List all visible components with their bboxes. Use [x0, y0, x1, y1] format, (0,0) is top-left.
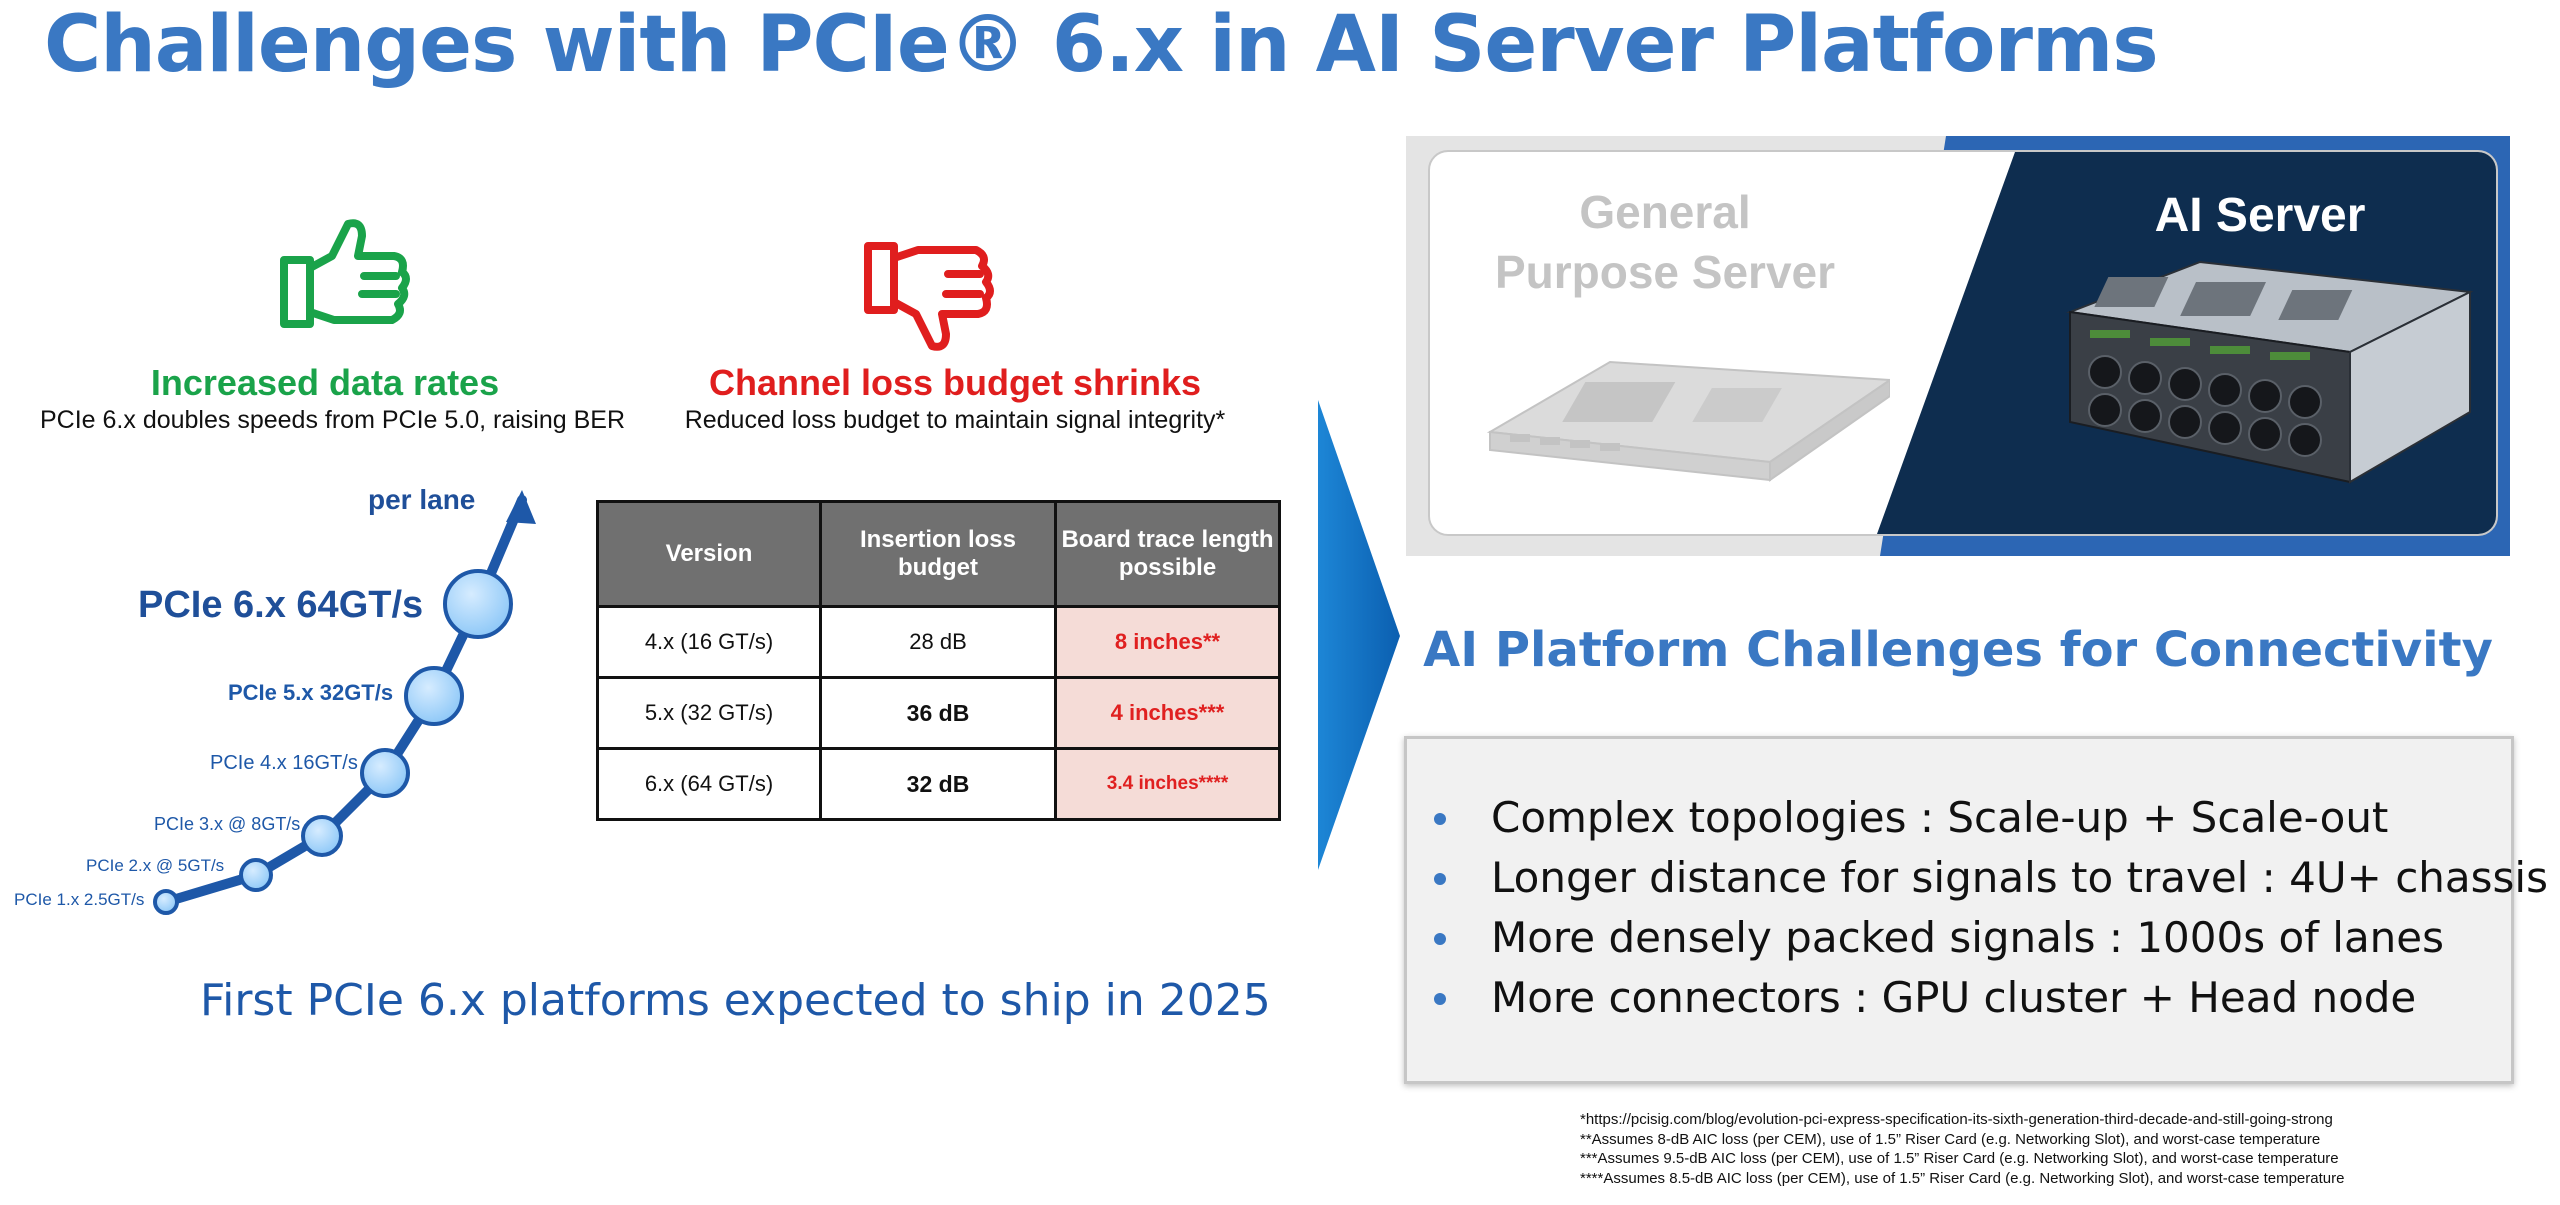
timeline-node-2 [239, 858, 273, 892]
table-row: 6.x (64 GT/s) 32 dB 3.4 inches**** [596, 747, 1281, 821]
table-cell-loss: 28 dB [819, 605, 1057, 679]
table-row: 4.x (16 GT/s) 28 dB 8 inches** [596, 605, 1281, 679]
timeline-node-3 [301, 815, 343, 857]
page-title: Challenges with PCIe® 6.x in AI Server P… [44, 0, 2159, 90]
server-comparison-card: General Purpose Server AI Server [1428, 150, 2498, 536]
table-header-insertion-loss: Insertion loss budget [819, 500, 1057, 608]
list-item: Longer distance for signals to travel : … [1434, 853, 2548, 902]
timeline-label-gen3: PCIe 3.x @ 8GT/s [154, 814, 301, 834]
cons-title: Channel loss budget shrinks [708, 362, 1202, 403]
bullet-icon [1434, 813, 1446, 825]
timeline-node-6 [443, 569, 513, 639]
list-item: More connectors : GPU cluster + Head nod… [1434, 973, 2417, 1022]
challenges-title: AI Platform Challenges for Connectivity [1423, 622, 2493, 678]
bullet-icon [1434, 873, 1446, 885]
list-item: Complex topologies : Scale-up + Scale-ou… [1434, 793, 2389, 842]
ai-server-title: AI Server [2154, 189, 2366, 242]
general-server-title-line2: Purpose Server [1494, 246, 1836, 298]
table-cell-version: 6.x (64 GT/s) [596, 747, 822, 821]
table-header-version: Version [596, 500, 822, 608]
timeline-node-5 [404, 666, 464, 726]
table-header-trace-length: Board trace length possible [1054, 500, 1281, 608]
pros-title: Increased data rates [150, 362, 500, 403]
list-item: More densely packed signals : 1000s of l… [1434, 913, 2445, 962]
challenge-text: More connectors : GPU cluster + Head nod… [1491, 973, 2417, 1022]
thumbs-down-icon [864, 242, 994, 351]
thumbs-up-icon [280, 219, 410, 328]
table-cell-length: 8 inches** [1054, 605, 1281, 679]
footnote: ****Assumes 8.5-dB AIC loss (per CEM), u… [1580, 1169, 2345, 1187]
table-cell-version: 4.x (16 GT/s) [596, 605, 822, 679]
timeline-label-gen2: PCIe 2.x @ 5GT/s [86, 856, 225, 875]
challenge-text: More densely packed signals : 1000s of l… [1491, 913, 2445, 962]
general-server-image [1486, 360, 1890, 482]
table-header-row: Version Insertion loss budget Board trac… [596, 500, 1281, 608]
footnote: ***Assumes 9.5-dB AIC loss (per CEM), us… [1580, 1150, 2339, 1167]
footnotes: *https://pcisig.com/blog/evolution-pci-e… [1580, 1110, 2344, 1188]
challenges-list: Complex topologies : Scale-up + Scale-ou… [1404, 736, 2548, 1084]
table-cell-length: 3.4 inches**** [1054, 747, 1281, 821]
challenge-text: Longer distance for signals to travel : … [1491, 853, 2548, 902]
timeline-node-1 [153, 889, 179, 915]
general-server-title-line1: General [1579, 186, 1751, 238]
timeline-label-gen5: PCIe 5.x 32GT/s [228, 680, 394, 705]
transition-arrow [1318, 400, 1400, 870]
ship-forecast-text: First PCIe 6.x platforms expected to shi… [200, 975, 1271, 1026]
bullet-icon [1434, 993, 1446, 1005]
table-cell-version: 5.x (32 GT/s) [596, 676, 822, 750]
per-lane-label: per lane [368, 484, 476, 515]
timeline-label-gen6: PCIe 6.x 64GT/s [138, 584, 424, 626]
loss-budget-table: Version Insertion loss budget Board trac… [596, 500, 1281, 821]
timeline-label-gen4: PCIe 4.x 16GT/s [210, 752, 358, 774]
ai-server-image [2066, 260, 2474, 484]
table-cell-loss: 36 dB [819, 676, 1057, 750]
table-row: 5.x (32 GT/s) 36 dB 4 inches*** [596, 676, 1281, 750]
table-cell-length: 4 inches*** [1054, 676, 1281, 750]
footnote: **Assumes 8-dB AIC loss (per CEM), use o… [1580, 1130, 2321, 1148]
timeline-label-gen1: PCIe 1.x 2.5GT/s [14, 890, 145, 909]
bullet-icon [1434, 933, 1446, 945]
table-cell-loss: 32 dB [819, 747, 1057, 821]
timeline-node-4 [360, 748, 410, 798]
challenge-text: Complex topologies : Scale-up + Scale-ou… [1491, 793, 2389, 842]
cons-description: Reduced loss budget to maintain signal i… [684, 406, 1226, 434]
pros-description: PCIe 6.x doubles speeds from PCIe 5.0, r… [40, 406, 626, 434]
pcie-speed-timeline [153, 490, 536, 915]
footnote-source-link[interactable]: *https://pcisig.com/blog/evolution-pci-e… [1580, 1111, 2333, 1128]
